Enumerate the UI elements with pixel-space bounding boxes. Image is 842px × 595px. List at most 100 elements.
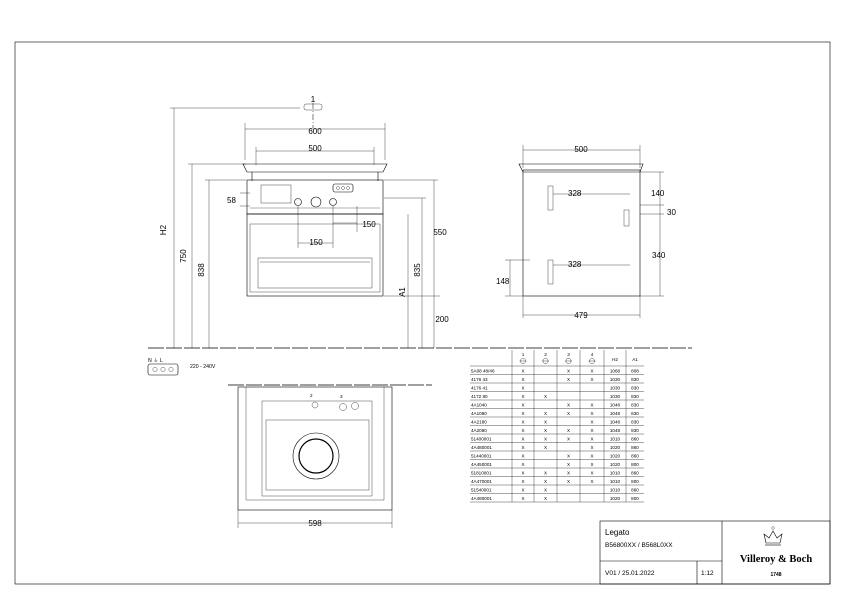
side-dim-500: 500: [574, 145, 588, 154]
dim-200: 200: [435, 315, 449, 324]
table-cell: 1068: [610, 368, 621, 373]
table-cell: 830: [631, 419, 639, 424]
table-cell: X: [521, 394, 524, 399]
plan-callout-2: 2: [310, 393, 313, 398]
dim-750: 750: [179, 249, 188, 263]
table-cell: 1010: [610, 436, 621, 441]
table-cell: X: [590, 368, 593, 373]
table-row-code: 4172 80: [471, 394, 488, 399]
side-dim-340: 340: [652, 251, 666, 260]
table-cell: 860: [631, 436, 639, 441]
drawing-scale: 1:12: [701, 570, 714, 577]
side-dim-328-a: 328: [568, 189, 582, 198]
table-cell: X: [521, 419, 524, 424]
table-header-cell: 4: [591, 352, 594, 357]
table-cell: 860: [631, 453, 639, 458]
table-row-code: 4A2080: [471, 428, 487, 433]
table-cell: 1010: [610, 470, 621, 475]
table-header-cell: A1: [632, 357, 638, 362]
table-cell: X: [544, 445, 547, 450]
table-cell: X: [521, 479, 524, 484]
product-name: Legato: [605, 528, 630, 537]
terminal-block-icon: [147, 363, 179, 376]
table-cell: X: [567, 479, 570, 484]
dim-600: 600: [308, 127, 322, 136]
table-cell: X: [590, 453, 593, 458]
table-cell: 800: [631, 462, 639, 467]
table-cell: 830: [631, 428, 639, 433]
table-cell: X: [544, 428, 547, 433]
table-row-code: 4176 43: [471, 377, 488, 382]
table-row-code: 4A480001: [471, 445, 492, 450]
dim-500: 500: [308, 144, 322, 153]
drain-outlet: [310, 196, 322, 208]
table-cell: 830: [631, 402, 639, 407]
callout-1: 1: [311, 95, 316, 104]
table-cell: 830: [631, 385, 639, 390]
table-cell: 1030: [610, 385, 621, 390]
table-cell: X: [521, 377, 524, 382]
table-cell: X: [521, 368, 524, 373]
voltage-label: 220 - 240V: [190, 364, 216, 370]
plan-callout-3: 3: [340, 394, 343, 399]
table-cell: X: [567, 436, 570, 441]
basin-top: [242, 163, 388, 173]
side-dim-328-b: 328: [568, 260, 582, 269]
table-row-code: 4A450001: [471, 462, 492, 467]
table-cell: 800: [631, 496, 639, 501]
table-cell: 1020: [610, 462, 621, 467]
side-dim-30: 30: [667, 208, 676, 217]
terminal-label: N ⏚ L: [148, 357, 163, 364]
title-block: Legato B56800XX / B568L0XX V01 / 25.01.2…: [599, 520, 831, 585]
table-cell: 1030: [610, 377, 621, 382]
table-cell: 830: [631, 411, 639, 416]
table-cell: X: [590, 411, 593, 416]
power-connection: N ⏚ L 220 - 240V: [147, 357, 216, 376]
table-cell: X: [590, 436, 593, 441]
table-row-code: 4A480001: [471, 496, 492, 501]
table-cell: X: [544, 470, 547, 475]
table-cell: X: [521, 385, 524, 390]
table-cell: X: [590, 470, 593, 475]
table-cell: X: [544, 479, 547, 484]
table-cell: X: [521, 496, 524, 501]
table-cell: 830: [631, 377, 639, 382]
dim-h2: H2: [159, 224, 168, 235]
table-row-code: 4A1080: [471, 411, 487, 416]
table-cell: 1020: [610, 445, 621, 450]
table-cell: 1020: [610, 496, 621, 501]
side-dim-140: 140: [651, 189, 665, 198]
table-cell: X: [567, 428, 570, 433]
socket-box: [332, 183, 354, 193]
table-cell: 800: [631, 479, 639, 484]
table-header-cell: H2: [612, 357, 618, 362]
table-cell: X: [544, 487, 547, 492]
table-cell: X: [521, 487, 524, 492]
table-row-code: 4A2180: [471, 419, 487, 424]
dim-a1: A1: [398, 287, 407, 297]
table-cell: X: [590, 479, 593, 484]
table-header-cell: 1: [522, 352, 525, 357]
table-cell: X: [590, 428, 593, 433]
side-view: 500 328 328 140 30 340 148 479: [496, 145, 676, 320]
table-cell: X: [521, 470, 524, 475]
table-cell: X: [521, 462, 524, 467]
table-cell: 1048: [610, 419, 621, 424]
table-cell: 860: [631, 470, 639, 475]
table-cell: 860: [631, 487, 639, 492]
dim-150-a: 150: [309, 238, 323, 247]
table-cell: 1048: [610, 411, 621, 416]
dim-550: 550: [433, 228, 447, 237]
plan-dim-598: 598: [308, 519, 322, 528]
table-cell: X: [521, 436, 524, 441]
table-cell: 808: [631, 368, 639, 373]
table-row-code: 5A08 48/46: [471, 368, 495, 373]
drawer-handle: [257, 257, 373, 289]
table-header-cell: 3: [567, 352, 570, 357]
table-cell: X: [567, 402, 570, 407]
front-view: 1 600 500 58 150 150: [159, 95, 449, 348]
cabinet-front: [246, 213, 384, 297]
table-cell: X: [521, 453, 524, 458]
table-cell: X: [544, 411, 547, 416]
